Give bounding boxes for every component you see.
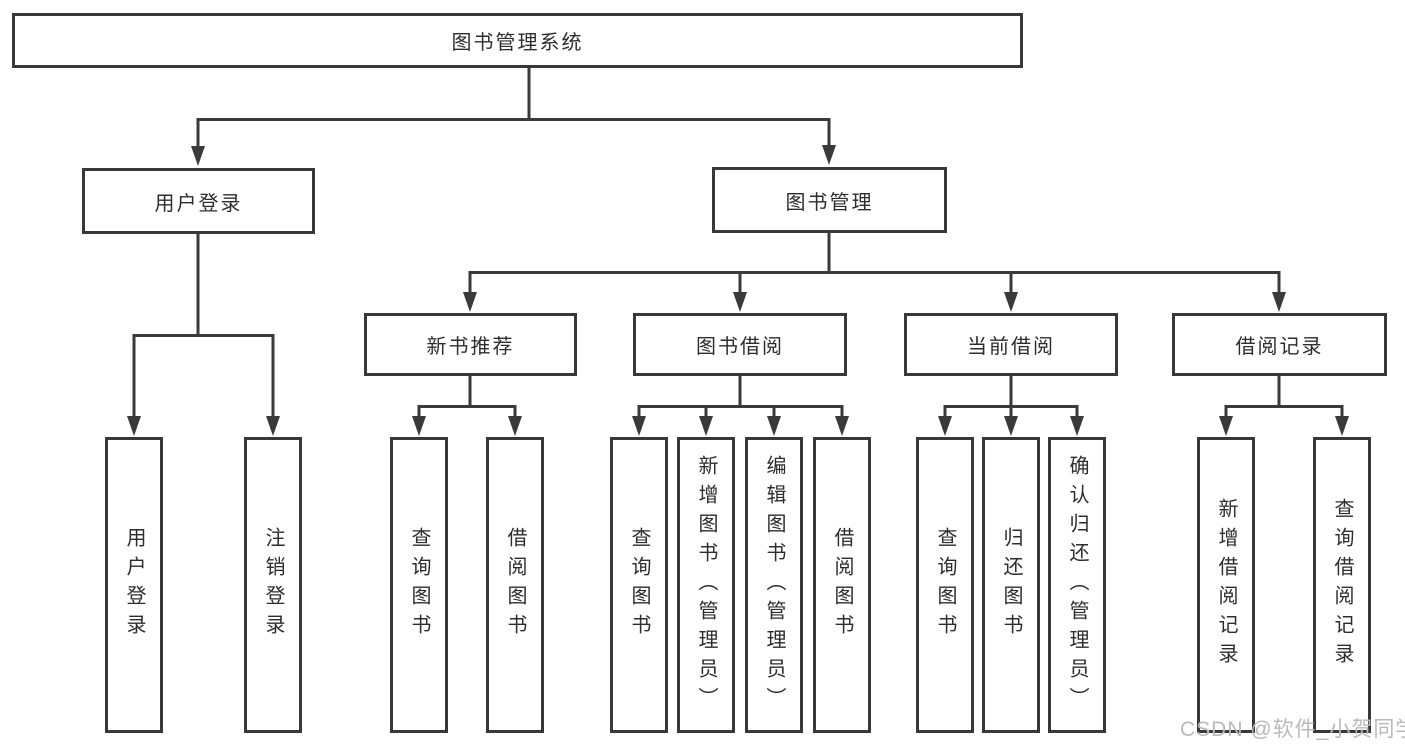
arrowhead xyxy=(191,146,205,166)
node-current-borrow-label: 当前借阅 xyxy=(967,336,1055,358)
leaf-edit-book-admin: 编辑图书（管理员） xyxy=(745,437,803,733)
leaf-user-login: 用户登录 xyxy=(105,437,163,733)
arrowhead xyxy=(733,292,747,312)
leaf-add-book-admin: 新增图书（管理员） xyxy=(677,437,735,733)
node-root: 图书管理系统 xyxy=(12,13,1023,68)
arrowhead xyxy=(127,416,141,436)
leaf-edit-book-admin-label: 编辑图书（管理员） xyxy=(763,454,785,716)
leaf-return-book-label: 归还图书 xyxy=(1000,527,1022,643)
arrowhead xyxy=(266,416,280,436)
node-borrow-records: 借阅记录 xyxy=(1172,313,1387,376)
leaf-borrow-book-newrec-label: 借阅图书 xyxy=(504,527,526,643)
leaf-borrow-book-label: 借阅图书 xyxy=(831,527,853,643)
leaf-return-book: 归还图书 xyxy=(982,437,1040,733)
leaf-user-login-label: 用户登录 xyxy=(123,527,145,643)
node-current-borrow: 当前借阅 xyxy=(904,313,1118,376)
leaf-logout-label: 注销登录 xyxy=(262,527,284,643)
arrowhead xyxy=(1335,416,1349,436)
node-borrow-records-label: 借阅记录 xyxy=(1235,336,1324,358)
leaf-add-borrow-record: 新增借阅记录 xyxy=(1197,437,1255,733)
arrowhead xyxy=(822,145,836,165)
leaf-query-book-current: 查询图书 xyxy=(916,437,974,733)
leaf-query-book-current-label: 查询图书 xyxy=(934,527,956,643)
leaf-add-borrow-record-label: 新增借阅记录 xyxy=(1215,498,1237,672)
arrowhead xyxy=(767,416,781,436)
leaf-query-borrow-record-label: 查询借阅记录 xyxy=(1331,498,1353,672)
arrowhead xyxy=(412,416,426,436)
leaf-query-book-newrec: 查询图书 xyxy=(390,437,448,733)
arrowhead xyxy=(508,416,522,436)
node-root-label: 图书管理系统 xyxy=(451,32,584,54)
leaf-borrow-book: 借阅图书 xyxy=(813,437,871,733)
watermark: CSDN @软件_小贺同学 xyxy=(1180,718,1405,741)
node-book-mgmt-label: 图书管理 xyxy=(785,191,874,214)
arrowhead xyxy=(1004,416,1018,436)
leaf-add-book-admin-label: 新增图书（管理员） xyxy=(695,454,717,716)
leaf-confirm-return-admin: 确认归还（管理员） xyxy=(1048,437,1106,733)
arrowhead xyxy=(938,416,952,436)
node-new-book-rec-label: 新书推荐 xyxy=(426,336,515,358)
node-book-mgmt: 图书管理 xyxy=(712,167,947,233)
arrowhead xyxy=(699,416,713,436)
leaf-query-book-borrow-label: 查询图书 xyxy=(628,527,650,643)
leaf-borrow-book-newrec: 借阅图书 xyxy=(486,437,544,733)
arrowhead xyxy=(835,416,849,436)
leaf-query-book-borrow: 查询图书 xyxy=(610,437,668,733)
arrowhead xyxy=(632,416,646,436)
leaf-query-book-newrec-label: 查询图书 xyxy=(408,527,430,643)
arrowhead xyxy=(1219,416,1233,436)
node-book-borrow: 图书借阅 xyxy=(633,313,847,376)
leaf-query-borrow-record: 查询借阅记录 xyxy=(1313,437,1371,733)
node-user-login: 用户登录 xyxy=(82,168,315,234)
node-user-login-label: 用户登录 xyxy=(154,192,243,215)
arrowhead xyxy=(1272,292,1286,312)
leaf-confirm-return-admin-label: 确认归还（管理员） xyxy=(1066,454,1088,716)
arrowhead xyxy=(1070,416,1084,436)
node-new-book-rec: 新书推荐 xyxy=(364,313,577,376)
leaf-logout: 注销登录 xyxy=(244,437,302,733)
node-book-borrow-label: 图书借阅 xyxy=(696,336,784,358)
arrowhead xyxy=(1004,292,1018,312)
arrowhead xyxy=(463,292,477,312)
